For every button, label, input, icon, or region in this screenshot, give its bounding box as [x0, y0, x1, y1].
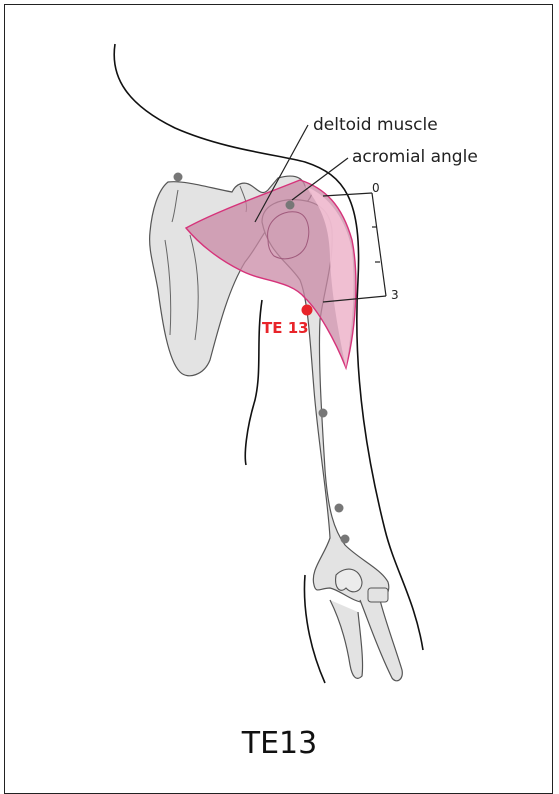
landmark-humerus-dot	[319, 409, 328, 418]
radius-head	[368, 588, 388, 602]
deltoid-label: deltoid muscle	[313, 115, 438, 135]
scale-top-label: 0	[372, 181, 380, 195]
te13-point-label: TE 13	[262, 319, 309, 337]
te13-point	[302, 305, 313, 316]
forearm-outline	[304, 575, 325, 683]
scale-bottom-label: 3	[391, 288, 399, 302]
landmark-scapula-dot	[174, 173, 183, 182]
forearm-bones	[330, 600, 402, 681]
figure-title: TE13	[0, 726, 559, 761]
landmark-elbow-dot-1	[335, 504, 344, 513]
landmark-acromion-dot	[286, 201, 295, 210]
elbow-joint	[336, 569, 362, 592]
acromial-label: acromial angle	[352, 147, 478, 167]
inner-arm-outline	[245, 300, 262, 465]
landmark-elbow-dot-2	[341, 535, 350, 544]
